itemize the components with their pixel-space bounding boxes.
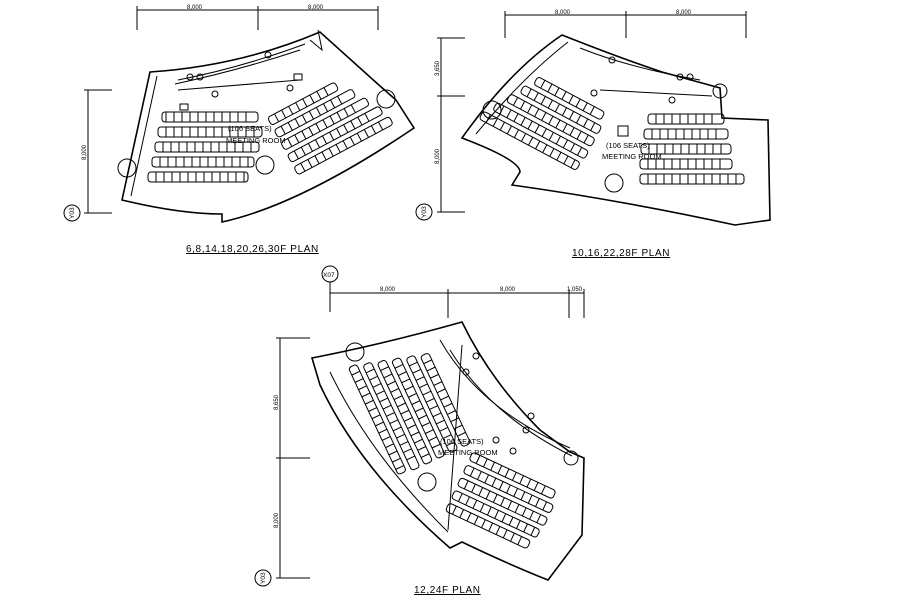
plan-1-room-name: MEETING ROOM bbox=[226, 136, 286, 145]
plan-2-seat-block-right bbox=[639, 113, 745, 185]
plan-2-dimension-top: 8,000 8,000 bbox=[504, 10, 747, 38]
plan-1-dim-top-2: 8,000 bbox=[308, 5, 324, 11]
plan-1-room-seats: (106 SEATS) bbox=[228, 124, 272, 133]
plan-3-grid-top-label: X07 bbox=[323, 272, 335, 279]
plan-2-room-name: MEETING ROOM bbox=[602, 152, 662, 161]
plan-1-room-outline bbox=[117, 29, 416, 223]
plan-1-markers bbox=[186, 51, 294, 98]
plan-3-dim-top-2: 8,000 bbox=[500, 287, 516, 293]
plan-3-markers bbox=[462, 352, 535, 455]
plan-2-markers bbox=[590, 56, 694, 104]
plan-3-dim-left-2: 8,000 bbox=[274, 512, 280, 528]
plan-2-dimension-left: 3,650 8,000 bbox=[435, 37, 465, 213]
plan-2-room-outline bbox=[460, 34, 771, 226]
plan-1-dim-top-1: 8,000 bbox=[187, 5, 203, 11]
plan-3-seat-block-upper bbox=[348, 353, 471, 475]
plan-3-dim-top-3: 1,050 bbox=[567, 287, 583, 293]
plan-1: 8,000 8,000 8,000 Y03 bbox=[63, 5, 416, 255]
plan-3-grid-bubble-left: Y03 bbox=[254, 569, 272, 587]
plan-2-grid-bubble: Y03 bbox=[415, 203, 433, 221]
plan-1-dimension-top: 8,000 8,000 bbox=[136, 5, 379, 30]
plan-2-seat-block-left bbox=[479, 77, 605, 170]
plan-3-seat-block-lower bbox=[445, 452, 556, 549]
plan-1-seat-block-left bbox=[147, 111, 263, 183]
plan-1-dim-left-1: 8,000 bbox=[82, 144, 88, 160]
plan-3-dimension-left: 8,650 8,000 bbox=[274, 337, 310, 579]
plan-3-room-outline bbox=[310, 321, 585, 581]
plan-2-dim-left-2: 8,000 bbox=[435, 148, 441, 164]
plan-2-dim-left-1: 3,650 bbox=[435, 60, 441, 76]
plan-2-grid-label: Y03 bbox=[421, 206, 428, 218]
plan-2-dim-top-2: 8,000 bbox=[676, 10, 692, 16]
plan-1-seat-block-right bbox=[267, 82, 393, 175]
plan-3-dim-top-1: 8,000 bbox=[380, 287, 396, 293]
plan-1-grid-bubble: Y03 bbox=[63, 204, 81, 222]
plan-3-grid-label: Y03 bbox=[260, 572, 267, 584]
plan-2-dim-top-1: 8,000 bbox=[555, 10, 571, 16]
plan-3-dim-left-1: 8,650 bbox=[274, 394, 280, 410]
plan-3-room-name: MEETING ROOM bbox=[438, 448, 498, 457]
plan-1-grid-label: Y03 bbox=[69, 207, 76, 219]
plan-3-title: 12,24F PLAN bbox=[414, 585, 481, 596]
plan-1-dimension-left: 8,000 bbox=[82, 89, 112, 214]
plan-1-title: 6,8,14,18,20,26,30F PLAN bbox=[186, 244, 319, 255]
plan-2-room-seats: (106 SEATS) bbox=[606, 141, 650, 150]
plan-2: 8,000 8,000 3,650 8,000 Y03 bbox=[415, 10, 771, 259]
plan-2-title: 10,16,22,28F PLAN bbox=[572, 248, 670, 259]
plan-3: X07 8,000 8,000 1,050 8,650 8,000 Y03 bbox=[254, 265, 585, 596]
plan-3-grid-bubble-top: X07 bbox=[321, 265, 339, 312]
plan-3-dimension-top: 8,000 8,000 1,050 bbox=[330, 287, 585, 318]
plan-3-room-seats: (106 SEATS) bbox=[440, 437, 484, 446]
